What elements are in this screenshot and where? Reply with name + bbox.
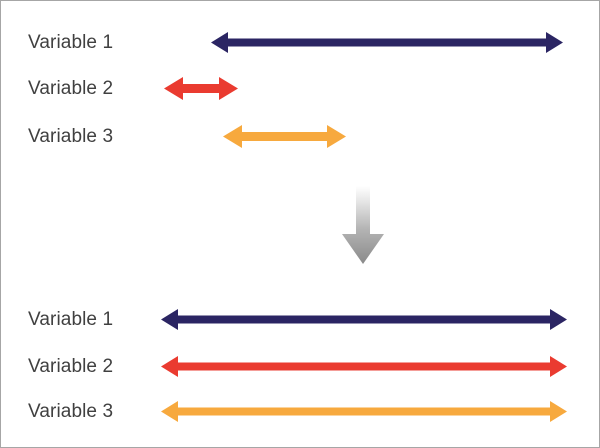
bottom-arrow-variable-3-double-headed-arrow-icon [161, 401, 567, 422]
bottom-label-variable-3: Variable 3 [28, 401, 114, 422]
top-label-variable-2: Variable 2 [28, 78, 114, 99]
top-label-variable-1: Variable 1 [28, 32, 114, 53]
top-arrow-variable-2-double-headed-arrow-icon [164, 77, 238, 100]
down-arrow-icon [342, 186, 384, 264]
top-arrow-variable-1-double-headed-arrow-icon [211, 32, 563, 53]
top-arrow-variable-3-double-headed-arrow-icon [223, 125, 346, 148]
bottom-arrow-variable-2-double-headed-arrow-icon [161, 356, 567, 377]
bottom-label-variable-2: Variable 2 [28, 356, 114, 377]
bottom-arrow-variable-1-double-headed-arrow-icon [161, 309, 567, 330]
bottom-label-variable-1: Variable 1 [28, 309, 114, 330]
top-label-variable-3: Variable 3 [28, 126, 114, 147]
